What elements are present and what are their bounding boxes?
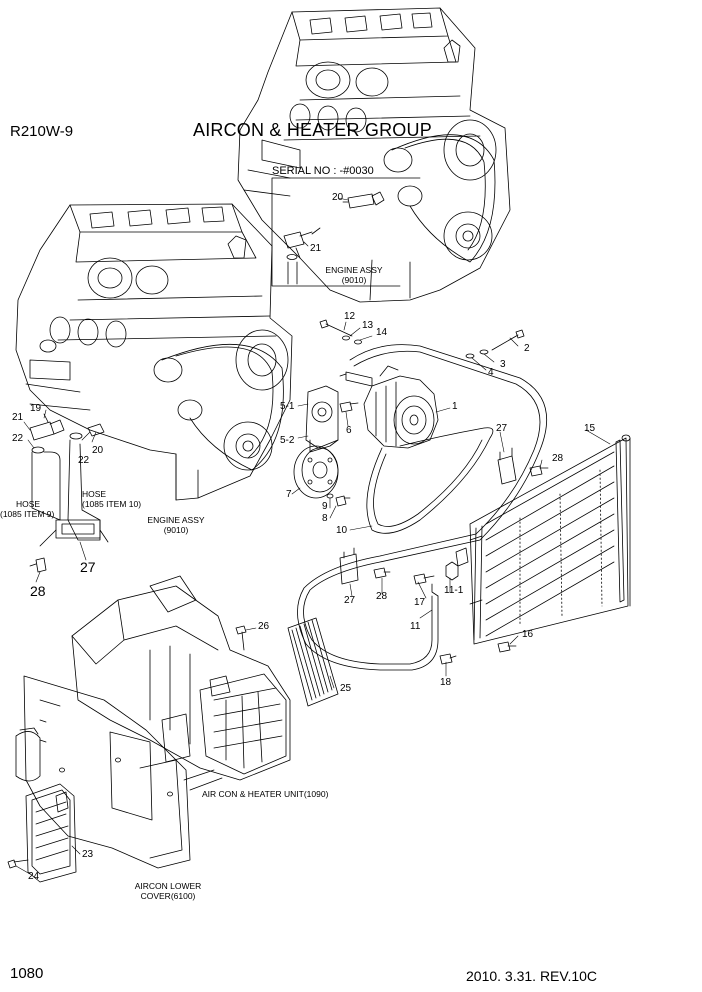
callout-27-belt: 27: [496, 423, 508, 434]
callout-11: 11: [410, 621, 421, 632]
refrigerant-line-drawing: [297, 344, 547, 671]
callout-17: 17: [414, 597, 426, 608]
callout-5-2: 5-2: [280, 435, 295, 446]
caption-engine-assy-top: ENGINE ASSY (9010): [318, 265, 390, 286]
caption-engine-assy-left: ENGINE ASSY (9010): [140, 515, 212, 536]
callout-2: 2: [524, 343, 530, 354]
aircon-lower-cover-drawing: [15, 675, 191, 869]
bolts-2-6-8-9-12-13-14: [319, 319, 525, 507]
callout-5-1: 5-1: [280, 401, 295, 412]
callout-9: 9: [322, 501, 328, 512]
callout-18: 18: [440, 677, 452, 688]
callout-11-1: 11-1: [444, 585, 464, 596]
pulley-7-drawing: [293, 445, 339, 499]
caption-hose-item-9: HOSE (1085 ITEM 9): [0, 499, 62, 520]
revision-label: 2010. 3.31. REV.10C: [466, 968, 598, 984]
callout-24: 24: [28, 871, 40, 882]
grille-23-drawing: [25, 783, 77, 883]
compressor-1-drawing: [339, 365, 439, 449]
caption-line: ENGINE ASSY: [147, 515, 205, 525]
caption-line: COVER(6100): [140, 890, 196, 901]
callout-28-condenser: 28: [552, 453, 564, 464]
callout-6: 6: [346, 425, 352, 436]
callout-12: 12: [344, 311, 356, 322]
callout-3: 3: [500, 359, 506, 370]
caption-line: HOSE: [82, 489, 107, 499]
leader-lines: [15, 197, 611, 875]
caption-line: AIRCON LOWER: [134, 881, 202, 891]
heater-hose-fittings-left: [29, 413, 109, 573]
clamp-27-drawing: [339, 447, 517, 585]
callout-19: 19: [30, 403, 42, 414]
caption-aircon-heater-unit: AIR CON & HEATER UNIT(1090): [202, 789, 329, 799]
callout-27-hose: 27: [80, 559, 96, 575]
callout-21-left: 21: [12, 412, 24, 423]
model-label: R210W-9: [10, 123, 74, 140]
callout-20-inset: 20: [332, 192, 344, 203]
callout-16: 16: [522, 629, 534, 640]
callout-14: 14: [376, 327, 388, 338]
caption-line: ENGINE ASSY: [325, 265, 383, 275]
serial-inset-frame: [271, 177, 421, 287]
callout-21-inset: 21: [310, 243, 322, 254]
engine-assy-left-drawing: [15, 203, 293, 501]
callout-7: 7: [286, 489, 292, 500]
air-filter-25-drawing: [287, 617, 339, 707]
callout-28-hose: 28: [30, 583, 46, 599]
condenser-15-drawing: [469, 434, 631, 645]
aircon-heater-unit-drawing: [71, 575, 291, 791]
callout-15: 15: [584, 423, 596, 434]
page-number: 1080: [10, 965, 44, 982]
engine-assy-top-drawing: [237, 7, 511, 303]
fitting-20-21-inset: [283, 191, 385, 285]
callout-20-left: 20: [92, 445, 104, 456]
receiver-drier-11-1: [445, 547, 469, 581]
callout-26: 26: [258, 621, 270, 632]
compressor-bracket-drawing: [305, 385, 339, 453]
callout-22-left: 22: [12, 433, 24, 444]
caption-line: HOSE: [16, 499, 41, 509]
callout-8: 8: [322, 513, 328, 524]
callout-22-right: 22: [78, 455, 90, 466]
callout-13: 13: [362, 320, 374, 331]
page-title: AIRCON & HEATER GROUP: [193, 120, 432, 140]
caption-line: (9010): [341, 274, 367, 285]
callout-4: 4: [488, 367, 494, 378]
callout-10: 10: [336, 525, 348, 536]
v-belt-10-drawing: [366, 427, 494, 534]
caption-line: (1085 ITEM 9): [0, 508, 55, 519]
caption-line: (9010): [163, 524, 189, 535]
caption-line: (1085 ITEM 10): [82, 498, 142, 509]
callout-27-line: 27: [344, 595, 356, 606]
caption-aircon-lower-cover: AIRCON LOWER COVER(6100): [128, 881, 208, 902]
serial-number-label: SERIAL NO : -#0030: [272, 165, 374, 177]
fittings-17-18-28: [373, 465, 549, 665]
caption-hose-item-10: HOSE (1085 ITEM 10): [82, 489, 152, 510]
callout-1: 1: [452, 401, 458, 412]
callout-25: 25: [340, 683, 352, 694]
callout-28-line: 28: [376, 591, 388, 602]
callout-23: 23: [82, 849, 94, 860]
